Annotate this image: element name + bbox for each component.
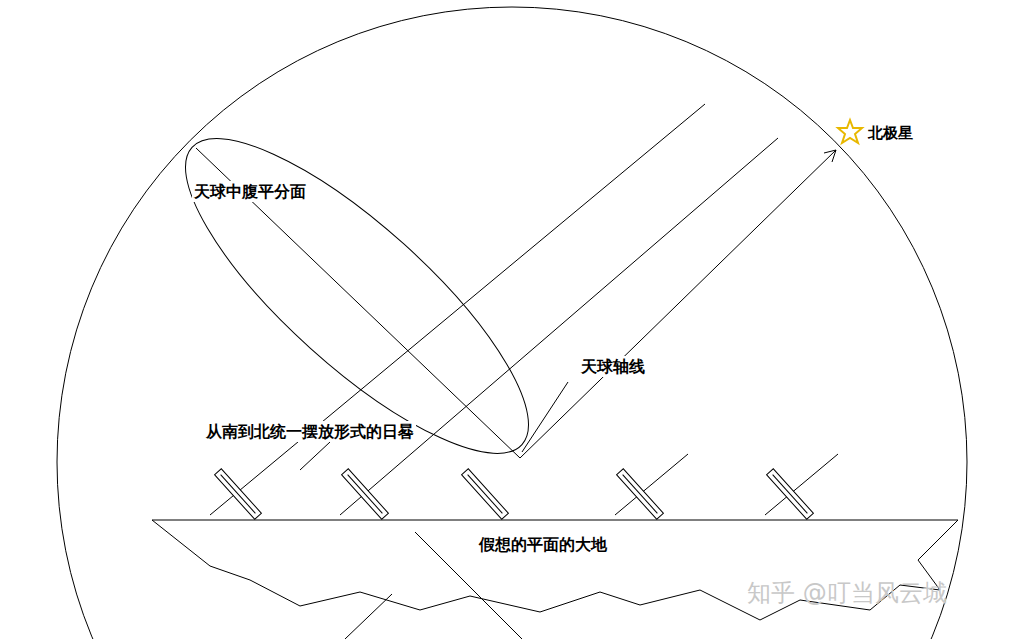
sundial <box>342 469 389 520</box>
sundial <box>617 469 664 520</box>
sundial-dial <box>462 469 509 520</box>
sundial-dial <box>767 469 814 520</box>
sundial-face-line <box>348 475 383 514</box>
equatorial-plane <box>145 95 569 496</box>
axis-line <box>520 150 836 458</box>
sundial-face-line <box>623 475 658 514</box>
sundial <box>767 469 814 520</box>
axis-line <box>340 138 778 515</box>
sundial-dial <box>617 469 664 520</box>
diagram-label: 北极星 <box>866 123 915 143</box>
arrow-head <box>824 150 836 162</box>
leader-line <box>522 382 568 452</box>
watermark: 知乎 @叮当风云城 <box>745 578 949 609</box>
leader-line <box>300 442 330 470</box>
axis-below-ground <box>345 594 392 639</box>
polaris-star <box>838 120 862 143</box>
celestial-sphere <box>57 7 967 639</box>
diagram-label: 天球轴线 <box>579 356 647 377</box>
sundial <box>462 469 509 520</box>
diagram-label: 天球中腹平分面 <box>192 181 308 202</box>
ground-plane <box>152 520 958 620</box>
sundial-dial <box>215 469 262 520</box>
sundial-face-line <box>221 475 256 514</box>
axis-line <box>210 104 705 515</box>
sundial-face-line <box>468 475 503 514</box>
sundial-face-line <box>773 475 808 514</box>
diagram-label: 从南到北统一摆放形式的日晷 <box>204 421 416 442</box>
diagram-label: 假想的平面的大地 <box>477 534 609 555</box>
sundial <box>215 469 262 520</box>
sundial-dial <box>342 469 389 520</box>
